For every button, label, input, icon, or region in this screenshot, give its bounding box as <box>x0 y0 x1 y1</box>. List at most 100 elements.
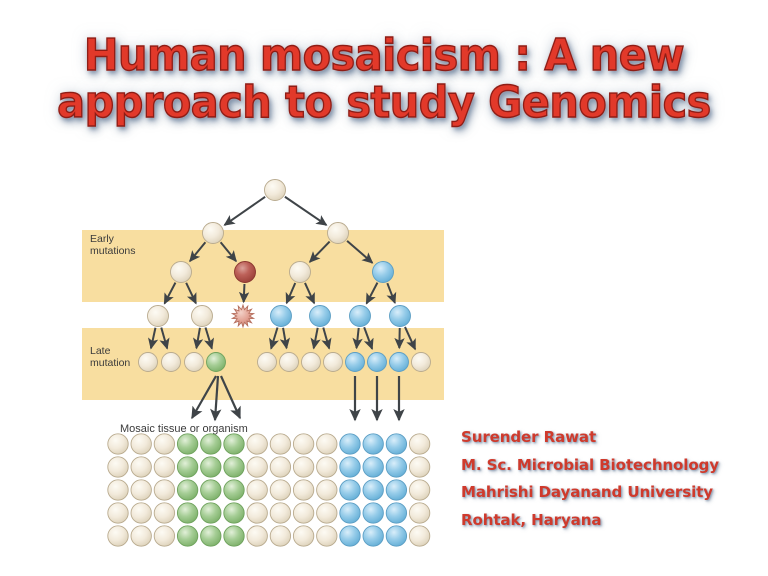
lineage-edge <box>219 241 237 263</box>
lineage-edge <box>269 327 279 350</box>
lineage-edge <box>363 326 374 350</box>
mosaic-cell-r4-c12-blue <box>362 502 384 524</box>
lineage-node-l4-7-blue <box>389 305 411 327</box>
mosaic-cell-r1-c7-cream <box>246 433 268 455</box>
lineage-node-l4-5-blue <box>309 305 331 327</box>
author-name: Surender Rawat <box>461 428 597 446</box>
title-line-2: approach to study Genomics <box>57 76 712 128</box>
lineage-arrows <box>148 195 417 351</box>
mosaic-cell-r4-c3-cream <box>153 502 176 524</box>
mosaic-cell-r4-c1-cream <box>107 502 129 524</box>
mosaic-cell-r2-c5-green <box>200 456 222 478</box>
lineage-node-l3-3-cream <box>289 261 311 283</box>
mosaic-cell-r2-c11-blue <box>339 456 361 478</box>
mosaic-cell-r2-c7-cream <box>246 456 268 478</box>
lineage-node-l5-4-green <box>206 352 226 372</box>
mosaic-cell-r5-c6-green <box>223 525 245 547</box>
lineage-node-l3-1-cream <box>170 261 192 283</box>
lineage-node-l5-5-cream <box>257 352 277 372</box>
mosaic-cell-r4-c7-cream <box>246 502 268 524</box>
mosaic-cell-r3-c8-cream <box>269 479 292 501</box>
mosaic-cell-r5-c11-blue <box>339 525 361 547</box>
dispersal-arrows <box>191 375 405 422</box>
mosaic-cell-r5-c12-blue <box>362 525 384 547</box>
lineage-edge <box>238 283 250 304</box>
mosaic-cell-r1-c6-green <box>223 433 245 455</box>
lineage-node-l4-4-blue <box>270 305 292 327</box>
mosaic-cell-r4-c8-cream <box>269 502 292 524</box>
mosaic-cell-r2-c14-cream <box>408 456 431 478</box>
mosaic-cell-r1-c3-cream <box>153 433 176 455</box>
lineage-edge <box>223 196 266 226</box>
mosaic-cell-r4-c14-cream <box>408 502 431 524</box>
mosaic-cell-r1-c5-green <box>200 433 222 455</box>
mosaic-cell-r3-c7-cream <box>246 479 268 501</box>
lineage-edge <box>285 282 297 305</box>
mosaic-cell-r2-c10-cream <box>316 456 338 478</box>
lineage-node-l5-1-cream <box>138 352 158 372</box>
lineage-node-l5-2-cream <box>161 352 181 372</box>
lineage-node-l5-12-cream <box>411 352 431 372</box>
lineage-edge <box>308 240 331 263</box>
band-label-late-line1: Late <box>90 345 111 357</box>
lineage-edge <box>284 195 328 226</box>
lineage-edge <box>321 327 332 350</box>
mosaic-cell-r4-c6-green <box>223 502 245 524</box>
mosaic-cell-r5-c4-green <box>176 525 199 547</box>
mosaic-cell-r3-c2-cream <box>130 479 152 501</box>
mosaic-cell-r1-c4-green <box>176 433 199 455</box>
title-line-1: Human mosaicism : A new <box>83 30 685 81</box>
lineage-edge <box>352 327 363 350</box>
mosaic-cell-r4-c2-cream <box>130 502 152 524</box>
mosaic-cell-r1-c14-cream <box>408 433 431 455</box>
mosaic-cell-r1-c13-blue <box>385 433 408 455</box>
lineage-edge <box>148 327 159 350</box>
lineage-nodes <box>138 179 431 372</box>
lineage-edge <box>404 326 417 351</box>
mosaic-cell-r4-c9-cream <box>292 502 315 524</box>
author-block: Surender Rawat M. Sc. Microbial Biotechn… <box>461 428 761 529</box>
mosaic-cell-r3-c11-blue <box>339 479 361 501</box>
lineage-node-l5-8-cream <box>323 352 343 372</box>
diagram-canvas: Early mutations Late mutation Mosaic tis… <box>82 179 444 547</box>
lineage-edge <box>365 282 379 305</box>
mosaic-cell-r5-c10-cream <box>316 525 338 547</box>
mosaic-cell-r3-c13-blue <box>385 479 408 501</box>
mosaic-cell-r1-c10-cream <box>316 433 338 455</box>
mosaic-cell-r5-c5-green <box>200 525 222 547</box>
mosaic-cell-r1-c11-blue <box>339 433 361 455</box>
mosaic-cell-r2-c12-blue <box>362 456 384 478</box>
band-label-early-line2: mutations <box>90 245 136 257</box>
author-location: Rohtak, Haryana <box>461 510 602 529</box>
lineage-edge <box>192 327 204 350</box>
lineage-node-l4-1-cream <box>147 305 169 327</box>
lineage-node-l5-9-blue <box>345 352 365 372</box>
mosaic-cell-r5-c1-cream <box>107 525 129 547</box>
lineage-edge <box>304 282 316 305</box>
mosaic-cell-r2-c8-cream <box>269 456 292 478</box>
lineage-edge <box>185 282 197 305</box>
mosaic-cell-r5-c13-blue <box>385 525 408 547</box>
lineage-edge <box>386 282 397 305</box>
mosaic-cell-r2-c2-cream <box>130 456 152 478</box>
mosaic-cell-r2-c3-cream <box>153 456 176 478</box>
cell-lineage-mosaicism-diagram: Early mutations Late mutation Mosaic tis… <box>82 168 444 560</box>
author-university: Mahrishi Dayanand University <box>461 483 713 501</box>
mosaic-cell-r5-c8-cream <box>269 525 292 547</box>
lineage-node-l5-6-cream <box>279 352 299 372</box>
mosaic-tissue-grid <box>107 433 431 547</box>
mosaic-cell-r3-c10-cream <box>316 479 338 501</box>
mosaic-cell-r3-c14-cream <box>408 479 431 501</box>
mosaic-cell-r1-c8-cream <box>269 433 292 455</box>
lineage-node-l4-2-cream <box>191 305 213 327</box>
lineage-node-l5-3-cream <box>184 352 204 372</box>
band-label-early-line1: Early <box>90 233 115 245</box>
lineage-edge <box>189 241 207 263</box>
mosaic-cell-r4-c10-cream <box>316 502 338 524</box>
mosaic-cell-r5-c7-cream <box>246 525 268 547</box>
slide-title: Human mosaicism : A new approach to stud… <box>0 30 768 128</box>
mosaic-cell-r2-c4-green <box>176 456 199 478</box>
mosaic-cell-r1-c1-cream <box>107 433 129 455</box>
mosaic-cell-r5-c3-cream <box>153 525 176 547</box>
mosaic-cell-r3-c3-cream <box>153 479 176 501</box>
